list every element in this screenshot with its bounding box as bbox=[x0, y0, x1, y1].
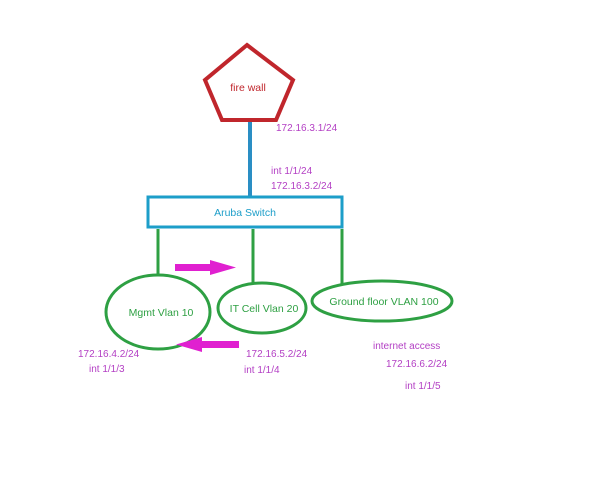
arrow-left bbox=[176, 337, 239, 352]
switch-label: Aruba Switch bbox=[214, 207, 276, 219]
ground-note-text: internet access bbox=[373, 341, 440, 352]
ground-int-text: int 1/1/5 bbox=[405, 381, 441, 392]
firewall-ip-text: 172.16.3.1/24 bbox=[276, 123, 338, 134]
firewall-node bbox=[202, 42, 296, 122]
it-int-text: int 1/1/4 bbox=[244, 365, 280, 376]
vlan-it-node bbox=[216, 281, 308, 335]
vlan-ground-node bbox=[310, 279, 454, 323]
switch-uplink-ip-text: 172.16.3.2/24 bbox=[271, 181, 333, 192]
mgmt-int-text: int 1/1/3 bbox=[89, 364, 125, 375]
ground-ip-text: 172.16.6.2/24 bbox=[386, 359, 448, 370]
arrow-right bbox=[175, 260, 236, 275]
switch-node bbox=[146, 195, 344, 229]
vlan-mgmt-node bbox=[104, 273, 212, 351]
it-ip-text: 172.16.5.2/24 bbox=[246, 349, 308, 360]
switch-uplink-int-text: int 1/1/24 bbox=[271, 166, 313, 177]
mgmt-ip-text: 172.16.4.2/24 bbox=[78, 349, 140, 360]
vlan-it-label: IT Cell Vlan 20 bbox=[230, 303, 299, 315]
firewall-label: fire wall bbox=[230, 82, 266, 94]
vlan-ground-label: Ground floor VLAN 100 bbox=[329, 296, 438, 308]
vlan-mgmt-label: Mgmt Vlan 10 bbox=[129, 307, 194, 319]
